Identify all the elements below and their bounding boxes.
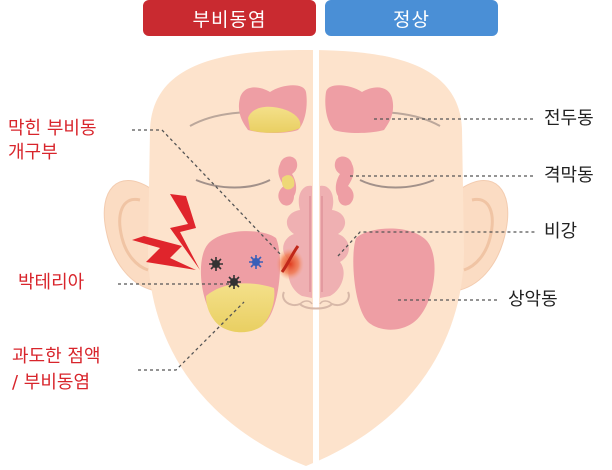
label-excess-mucus-line2: / 부비동염 bbox=[12, 372, 91, 393]
right-eye bbox=[359, 179, 435, 189]
maxillary-mucus bbox=[206, 283, 275, 333]
label-blocked-opening-line2: 개구부 bbox=[8, 142, 58, 163]
right-ear bbox=[459, 180, 509, 291]
normal-header-tab: 정상 bbox=[325, 0, 498, 36]
left-eye bbox=[195, 179, 271, 189]
nose-outline bbox=[282, 291, 350, 310]
label-nasal-cavity: 비강 bbox=[544, 221, 578, 242]
label-excess-mucus-line1: 과도한 점액 bbox=[12, 346, 101, 367]
blocked-opening-inflammation bbox=[276, 248, 304, 280]
label-excess-mucus: 과도한 점액 / 부비동염 bbox=[12, 346, 101, 394]
normal-maxillary-sinus bbox=[353, 228, 435, 330]
label-blocked-opening-line1: 막힌 부비동 bbox=[8, 118, 97, 139]
label-frontal-sinus: 전두동 bbox=[544, 108, 594, 129]
frontal-mucus bbox=[248, 106, 301, 133]
leader-nasal bbox=[337, 231, 536, 257]
sinusitis-header-tab: 부비동염 bbox=[143, 0, 316, 36]
leader-mucus bbox=[138, 301, 245, 371]
leader-blocked-opening bbox=[132, 129, 283, 257]
label-bacteria: 박테리아 bbox=[18, 272, 85, 293]
label-ethmoid-sinus: 격막동 bbox=[544, 165, 594, 186]
normal-ethmoid-sinus bbox=[334, 156, 354, 206]
normal-frontal-sinus bbox=[325, 85, 394, 133]
bacteria-icon bbox=[209, 255, 263, 289]
label-blocked-opening: 막힌 부비동 개구부 bbox=[8, 118, 97, 164]
left-ear bbox=[103, 180, 153, 291]
pain-lightning-icon bbox=[170, 194, 200, 270]
label-maxillary-sinus: 상악동 bbox=[508, 289, 558, 310]
normal-nasal-cavity bbox=[320, 185, 349, 298]
